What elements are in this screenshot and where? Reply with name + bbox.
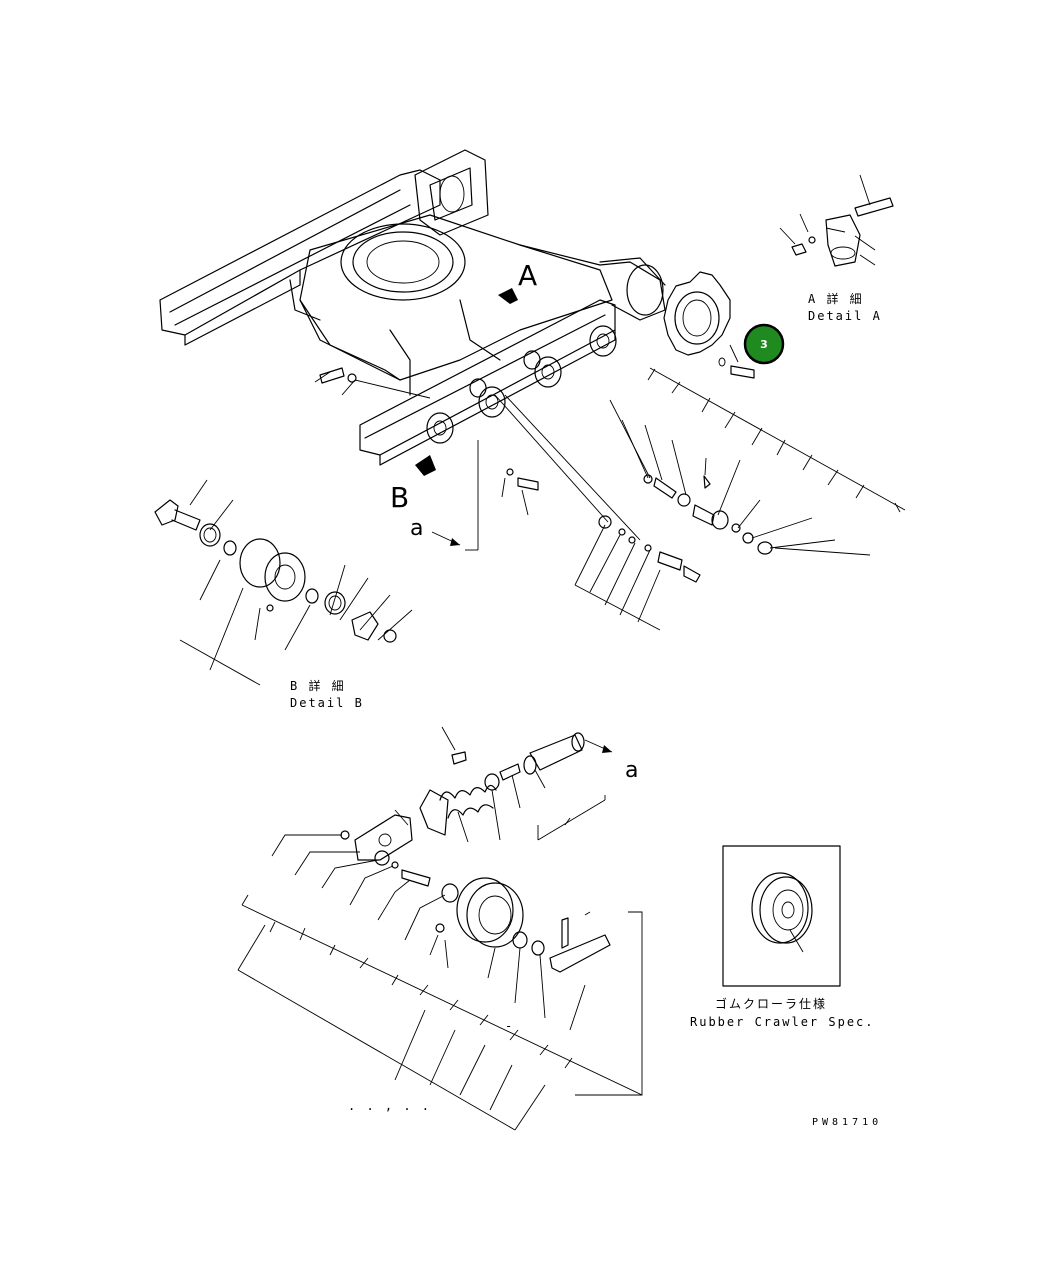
arrow-label-a-upper: a (410, 516, 423, 541)
callout-3-number[interactable]: 3 (760, 338, 768, 351)
callout-3[interactable]: 3 (743, 323, 785, 365)
arrow-a-upper (431, 440, 479, 551)
sprocket-bolt (718, 344, 755, 379)
roller-parts-center (314, 367, 701, 631)
stray-dots: . . , . . (348, 1099, 431, 1113)
detail-a-parts (779, 174, 894, 267)
detail-a-title-jp: A 詳 細 (808, 291, 864, 306)
rubber-crawler-title-jp: ゴムクローラ仕様 (715, 996, 827, 1011)
view-label-b: B (390, 481, 409, 514)
callout-3-circle[interactable] (743, 323, 785, 365)
roller-parts-right (609, 399, 871, 556)
drawing-code: PW81710 (812, 1117, 882, 1128)
rubber-crawler-box (722, 845, 841, 987)
detail-b-parts (154, 479, 413, 686)
detail-b-title-en: Detail B (290, 696, 364, 710)
arrow-label-a-lower: a (625, 758, 638, 783)
detail-a-title-en: Detail A (808, 309, 882, 323)
sprocket (663, 271, 731, 356)
idler-assembly (237, 726, 643, 1131)
rubber-crawler-title-en: Rubber Crawler Spec. (690, 1015, 875, 1029)
detail-b-title-jp: B 詳 細 (290, 678, 346, 693)
track-frame (159, 149, 666, 476)
view-label-a: A (518, 259, 537, 292)
stray-dash: - (505, 1019, 514, 1033)
detail-a-bracket (647, 367, 906, 513)
